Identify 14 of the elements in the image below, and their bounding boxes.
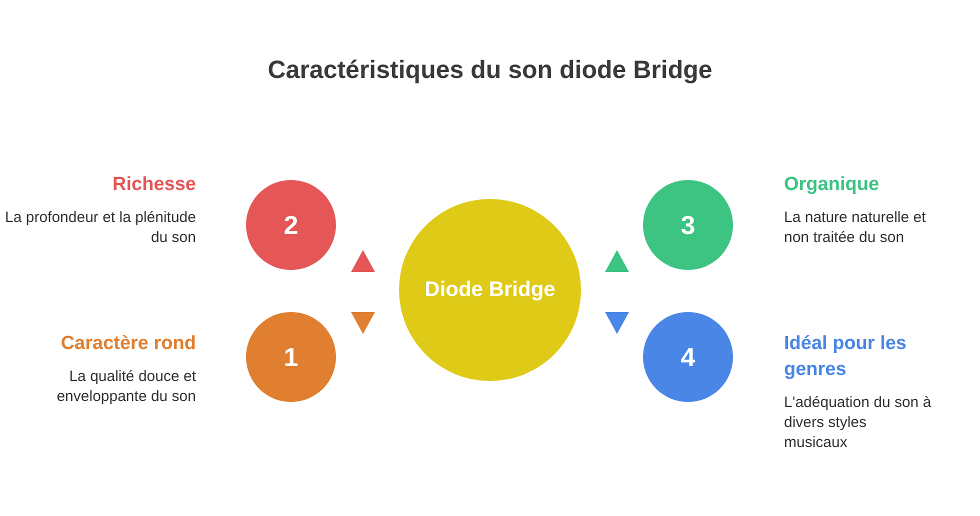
number-circle: 2	[246, 180, 336, 270]
heading: Richesse	[112, 173, 196, 197]
heading: Organique	[784, 173, 880, 197]
description: L'adéquation du son à divers styles musicaux	[784, 393, 932, 453]
description: La profondeur et la plénitude du son	[4, 208, 196, 248]
number-circle: 1	[246, 312, 336, 402]
center-circle: Diode Bridge	[399, 199, 581, 381]
title: Caractéristiques du son diode Bridge	[266, 55, 714, 86]
number-circle: 3	[643, 180, 733, 270]
heading: Idéal pour les genres	[784, 332, 908, 382]
number-circle: 4	[643, 312, 733, 402]
description: La qualité douce et enveloppante du son	[56, 367, 196, 407]
description: La nature naturelle et non traitée du son	[784, 208, 927, 248]
heading: Caractère rond	[60, 332, 196, 356]
